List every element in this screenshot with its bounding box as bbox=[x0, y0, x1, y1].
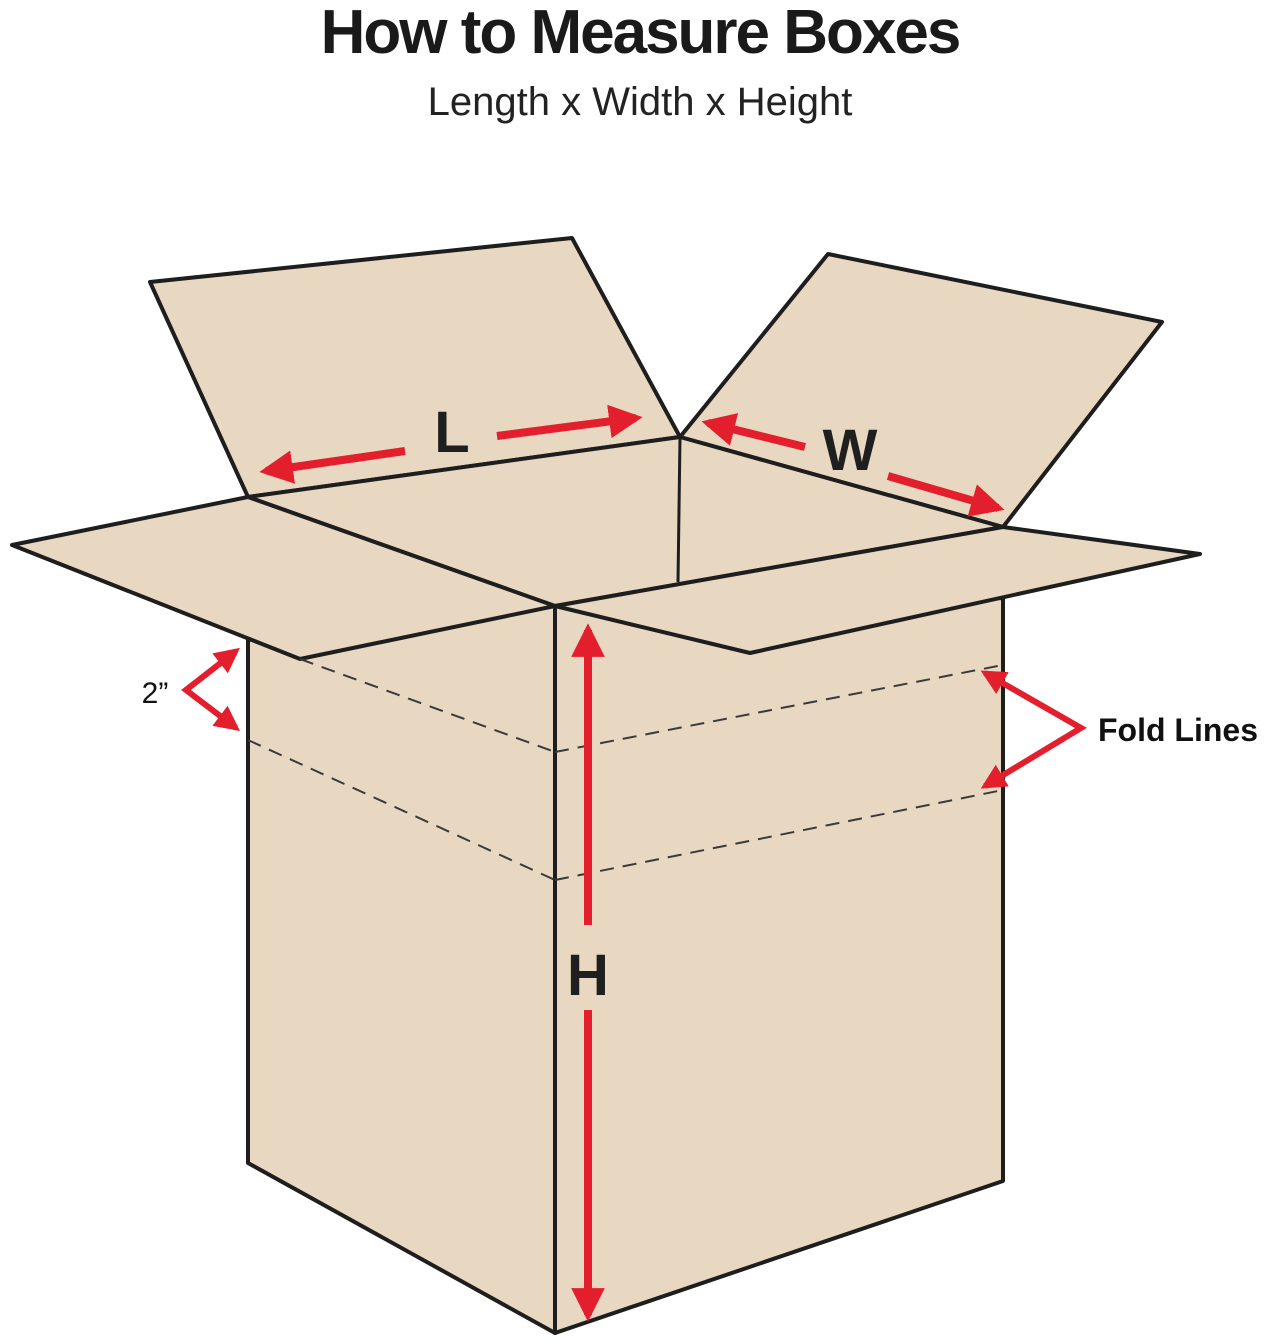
fold-lines-arrows bbox=[980, 670, 1087, 789]
page-title: How to Measure Boxes bbox=[320, 0, 962, 67]
width-arrow-left bbox=[701, 413, 806, 451]
width-arrow-right bbox=[886, 472, 1005, 517]
length-label: L bbox=[434, 400, 469, 465]
fold-line-left-lower bbox=[247, 739, 556, 881]
interior-corner-line bbox=[676, 436, 682, 583]
length-arrow-right bbox=[496, 404, 643, 440]
left-side-face bbox=[246, 604, 557, 1335]
fold-line-right-upper bbox=[554, 664, 1004, 753]
fold-lines-label: Fold Lines bbox=[1098, 712, 1258, 748]
length-arrow-left bbox=[259, 447, 406, 484]
front-right-flap bbox=[553, 525, 1202, 655]
front-face bbox=[553, 596, 1005, 1335]
flap-size-label: 2” bbox=[142, 677, 169, 710]
height-label: H bbox=[567, 943, 609, 1008]
flap-size-arrows bbox=[181, 647, 241, 732]
page-subtitle: Length x Width x Height bbox=[427, 80, 853, 124]
width-label: W bbox=[823, 418, 878, 483]
fold-line-right-lower bbox=[554, 789, 1004, 881]
